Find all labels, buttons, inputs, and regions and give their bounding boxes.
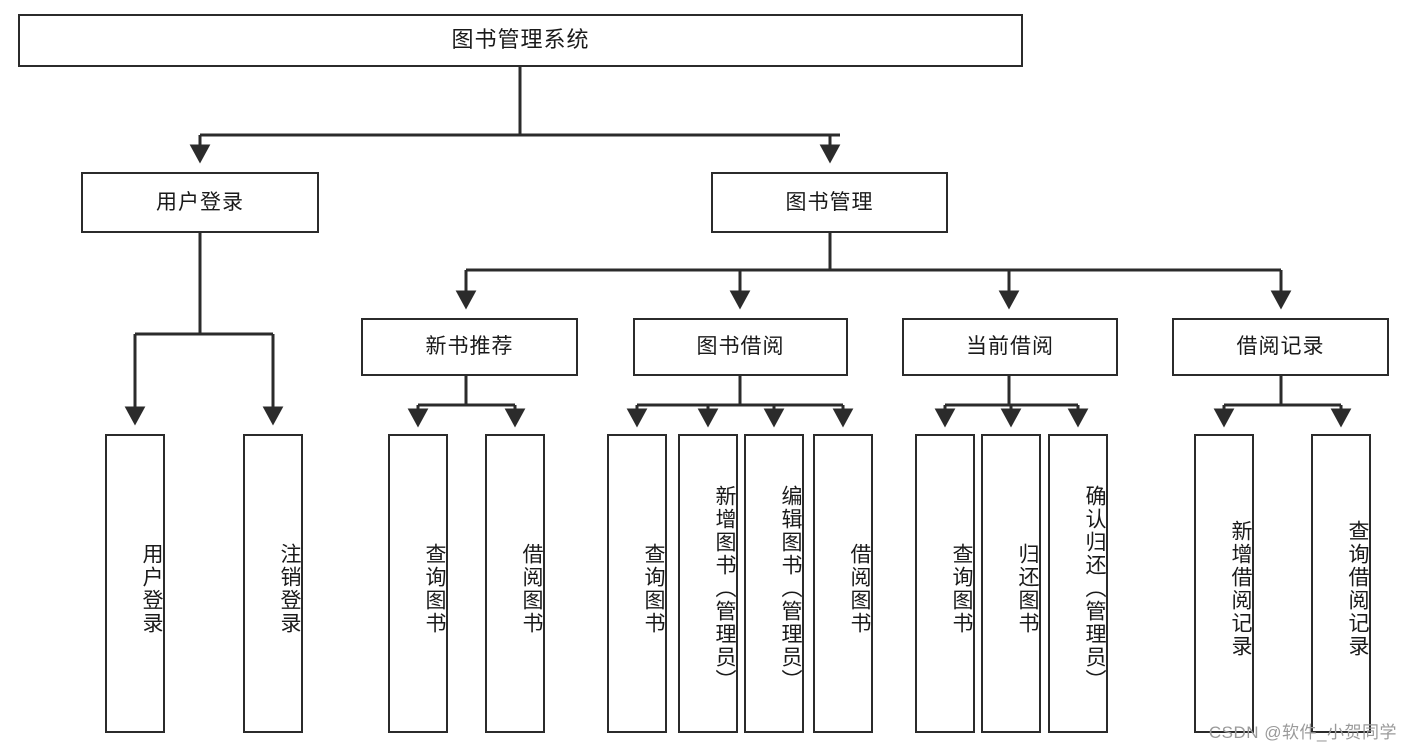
node-label: 查询图书 — [642, 542, 665, 635]
node-label: 图书管理系统 — [451, 27, 590, 53]
leaf-current-query-book[interactable]: 查询图书 — [915, 434, 975, 733]
leaf-user-login-login[interactable]: 用户登录 — [105, 434, 165, 733]
node-label: 图书管理 — [785, 190, 874, 214]
node-label: 注销登录 — [278, 542, 301, 635]
leaf-user-login-logout[interactable]: 注销登录 — [243, 434, 303, 733]
leaf-recommend-borrow-book[interactable]: 借阅图书 — [485, 434, 545, 733]
leaf-borrow-add-book-admin[interactable]: 新增图书（管理员） — [678, 434, 738, 733]
watermark-text: CSDN @软件_小贺同学 — [1208, 723, 1397, 742]
node-label: 新增借阅记录 — [1229, 519, 1252, 658]
leaf-current-return-book[interactable]: 归还图书 — [981, 434, 1041, 733]
node-label: 归还图书 — [1016, 542, 1039, 635]
leaf-recommend-query-book[interactable]: 查询图书 — [388, 434, 448, 733]
node-label: 用户登录 — [156, 190, 244, 214]
node-new-book-recommend[interactable]: 新书推荐 — [361, 318, 578, 376]
node-label: 编辑图书（管理员） — [779, 485, 802, 692]
node-current-borrow[interactable]: 当前借阅 — [902, 318, 1118, 376]
node-label: 新增图书（管理员） — [713, 485, 736, 692]
node-label: 用户登录 — [140, 542, 163, 635]
node-label: 查询图书 — [423, 542, 446, 635]
node-label: 新书推荐 — [425, 335, 514, 359]
node-borrow-record[interactable]: 借阅记录 — [1172, 318, 1389, 376]
leaf-borrow-edit-book-admin[interactable]: 编辑图书（管理员） — [744, 434, 804, 733]
leaf-record-query-record[interactable]: 查询借阅记录 — [1311, 434, 1371, 733]
node-user-login[interactable]: 用户登录 — [81, 172, 319, 233]
node-label: 借阅图书 — [520, 542, 543, 635]
node-label: 查询借阅记录 — [1346, 519, 1369, 658]
node-label: 图书借阅 — [696, 335, 785, 359]
node-label: 借阅图书 — [848, 542, 871, 635]
node-book-management[interactable]: 图书管理 — [711, 172, 948, 233]
node-label: 当前借阅 — [966, 335, 1054, 359]
node-label: 借阅记录 — [1236, 335, 1325, 359]
leaf-record-add-record[interactable]: 新增借阅记录 — [1194, 434, 1254, 733]
leaf-borrow-query-book[interactable]: 查询图书 — [607, 434, 667, 733]
node-label: 确认归还（管理员） — [1083, 485, 1106, 692]
node-book-borrow[interactable]: 图书借阅 — [633, 318, 848, 376]
node-label: 查询图书 — [950, 542, 973, 635]
node-root-library-system[interactable]: 图书管理系统 — [18, 14, 1023, 67]
leaf-current-confirm-return-admin[interactable]: 确认归还（管理员） — [1048, 434, 1108, 733]
leaf-borrow-borrow-book[interactable]: 借阅图书 — [813, 434, 873, 733]
